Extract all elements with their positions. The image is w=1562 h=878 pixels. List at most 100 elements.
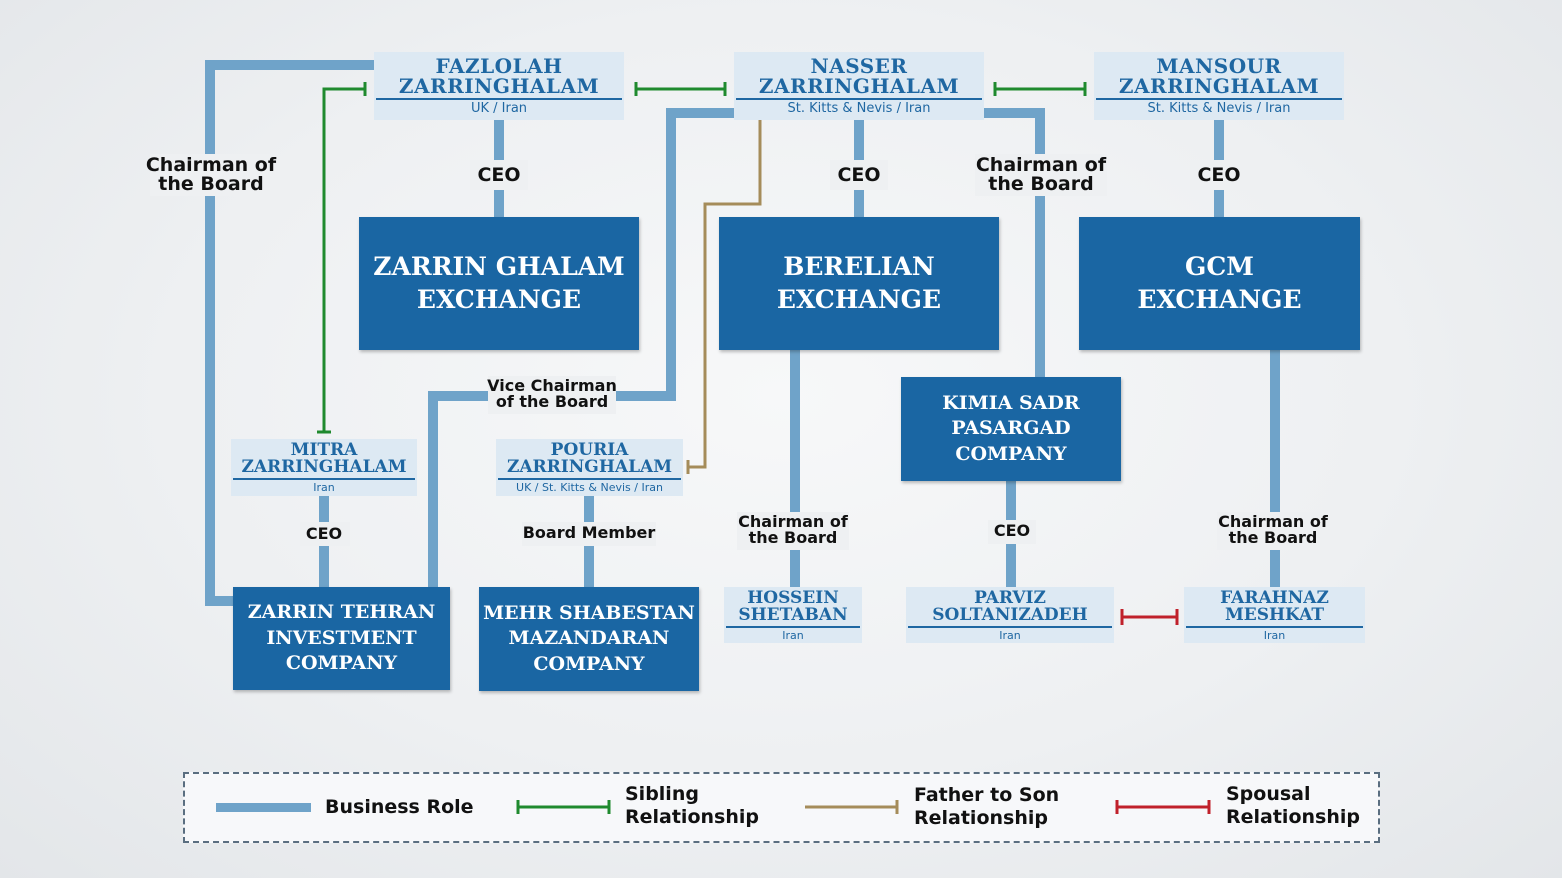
role-ceo-nasser: CEO [837,164,881,186]
business-role-lines [205,60,1280,606]
legend-swatch-spousal [1115,800,1211,814]
legend-label-business: Business Role [325,796,474,818]
role-line1: Vice Chairman [487,376,617,395]
person-name-line2: ZARRINGHALAM [1118,74,1320,98]
spousal-line [1120,609,1179,625]
person-country: Iran [313,481,335,494]
company-name-line2: EXCHANGE [776,284,942,314]
person-name-line1: MANSOUR [1156,54,1282,78]
person-name-line1: HOSSEIN [747,588,839,608]
person-mitra: MITRA ZARRINGHALAM Iran [231,439,417,496]
person-nasser: NASSER ZARRINGHALAM St. Kitts & Nevis / … [734,52,984,120]
company-gcm-exchange: GCM EXCHANGE [1079,217,1360,350]
person-country: Iran [999,629,1021,642]
person-name-line2: ZARRINGHALAM [398,74,600,98]
role-line1: Chairman of [145,154,277,176]
person-country: UK / Iran [470,101,528,116]
name-underline [736,98,982,100]
role-board-member: Board Member [522,523,656,542]
legend-line1: Father to Son [914,784,1060,806]
company-name-line3: COMPANY [533,652,645,675]
name-underline [908,626,1112,628]
person-name-line1: FARAHNAZ [1220,588,1329,608]
company-name-line1: BERELIAN [783,252,935,281]
line-nasser-chairman-kimia [984,108,1045,378]
person-country: UK / St. Kitts & Nevis / Iran [516,481,663,494]
role-ceo-parviz: CEO [993,521,1031,540]
person-name-line1: PARVIZ [974,588,1046,608]
role-line2: of the Board [495,392,609,411]
person-country: Iran [782,629,804,642]
company-name-line2: EXCHANGE [416,284,582,314]
person-name-line2: ZARRINGHALAM [758,74,960,98]
company-name-line1: ZARRIN TEHRAN [247,601,436,624]
company-berelian-exchange: BERELIAN EXCHANGE [719,217,999,350]
person-name-line2: ZARRINGHALAM [506,457,673,477]
legend-swatch-business [216,803,311,812]
company-name-line2: EXCHANGE [1137,284,1302,314]
sibling-lines [317,82,1087,434]
person-name-line1: POURIA [550,440,629,460]
role-ceo-mansour: CEO [1197,164,1241,186]
name-underline [726,626,860,628]
role-ceo-mitra: CEO [305,524,343,543]
role-line1: Chairman of [975,154,1107,176]
legend-swatch-sibling [516,800,611,814]
role-line1: Chairman of [1218,512,1328,531]
person-country: Iran [1263,629,1286,642]
person-name-line2: ZARRINGHALAM [241,457,407,477]
company-name-line1: MEHR SHABESTAN [483,601,695,624]
legend-line2: Relationship [625,805,759,828]
company-name-line2: PASARGAD [951,417,1071,440]
role-line2: the Board [158,173,264,195]
father-son-line [686,120,762,474]
company-name-line2: MAZANDARAN [508,627,670,650]
company-name-line1: GCM [1185,252,1254,281]
name-underline [1096,98,1342,100]
label-backings [150,154,1331,550]
company-zarrin-ghalam-exchange: ZARRIN GHALAM EXCHANGE [359,217,639,350]
legend-line2: Relationship [914,806,1048,829]
person-name-line2: SOLTANIZADEH [932,605,1088,625]
person-hossein: HOSSEIN SHETABAN Iran [724,587,862,643]
legend-swatch-father [805,800,899,814]
role-line2: the Board [1228,528,1318,547]
legend-swatches [216,800,1211,814]
line-fazlolah-chairman-zarrin-tehran [205,60,378,606]
person-parviz: PARVIZ SOLTANIZADEH Iran [906,587,1114,643]
person-farahnaz: FARAHNAZ MESHKAT Iran [1184,587,1365,643]
name-underline [498,478,681,480]
person-name-line2: SHETABAN [738,605,848,625]
legend-line1: Spousal [1226,783,1311,805]
role-ceo-fazlolah: CEO [477,164,521,186]
person-name-line1: FAZLOLAH [435,54,563,78]
company-name-line1: KIMIA SADR [942,391,1080,414]
person-name-line2: MESHKAT [1224,605,1325,625]
company-name-line1: ZARRIN GHALAM [373,252,625,281]
company-name-line3: COMPANY [955,442,1067,465]
company-name-line2: INVESTMENT [266,626,417,649]
person-country: St. Kitts & Nevis / Iran [1147,101,1291,116]
person-name-line1: NASSER [810,54,908,78]
legend-line2: Relationship [1226,805,1360,828]
person-fazlolah: FAZLOLAH ZARRINGHALAM UK / Iran [374,52,624,120]
line-nasser-vice-chairman-zarrin-tehran [428,108,735,588]
company-name-line3: COMPANY [285,652,398,675]
role-line2: the Board [988,173,1094,195]
name-underline [233,478,415,480]
legend-line1: Sibling [625,783,699,805]
person-name-line1: MITRA [290,440,358,460]
person-mansour: MANSOUR ZARRINGHALAM St. Kitts & Nevis /… [1094,52,1344,120]
